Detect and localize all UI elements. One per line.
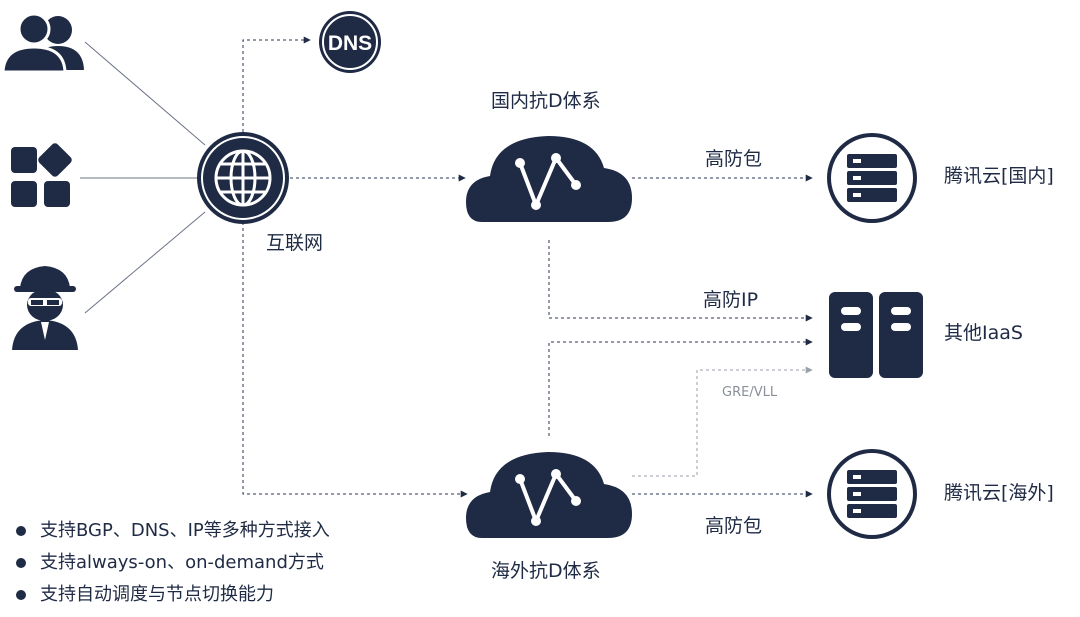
- anti-ddos-ip-label: 高防IP: [703, 289, 759, 311]
- domestic-system-label: 国内抗D体系: [491, 90, 601, 112]
- tencent-domestic-server-icon: [827, 133, 917, 223]
- globe-icon: [197, 132, 289, 224]
- other-iaas-label: 其他IaaS: [944, 322, 1023, 344]
- users-to-internet-line: [84, 41, 206, 146]
- internet-label: 互联网: [266, 232, 324, 254]
- domestic-cloud-icon: [466, 136, 632, 222]
- feature-item: 支持BGP、DNS、IP等多种方式接入: [14, 515, 330, 547]
- tencent-cloud-overseas-label: 腾讯云[海外]: [944, 482, 1054, 504]
- dns-icon: DNS: [319, 11, 381, 73]
- feature-item: 支持自动调度与节点切换能力: [14, 579, 330, 611]
- apps-icon: [11, 143, 72, 207]
- overseas-cloud-icon: [466, 452, 632, 538]
- gre-vll-label: GRE/VLL: [722, 385, 778, 400]
- feature-item: 支持always-on、on-demand方式: [14, 547, 330, 579]
- gre-vll-line: [632, 366, 813, 477]
- overseas-system-label: 海外抗D体系: [491, 560, 601, 582]
- attacker-to-internet-line: [84, 211, 206, 314]
- anti-ddos-package-bottom-label: 高防包: [705, 515, 763, 537]
- domestic-to-iaas-line: [548, 240, 813, 322]
- anti-ddos-package-top-label: 高防包: [705, 148, 763, 170]
- hacker-icon: [12, 266, 78, 350]
- internet-to-overseas-line: [242, 222, 468, 498]
- internet-to-dns-line: [242, 36, 311, 138]
- tencent-cloud-domestic-label: 腾讯云[国内]: [944, 165, 1054, 187]
- users-icon: [1, 12, 84, 74]
- overseas-to-iaas-line: [548, 338, 813, 436]
- feature-list: 支持BGP、DNS、IP等多种方式接入 支持always-on、on-deman…: [14, 515, 330, 611]
- other-iaas-server-icon: [829, 292, 923, 378]
- dns-icon-label: DNS: [328, 32, 372, 55]
- tencent-overseas-server-icon: [827, 449, 917, 539]
